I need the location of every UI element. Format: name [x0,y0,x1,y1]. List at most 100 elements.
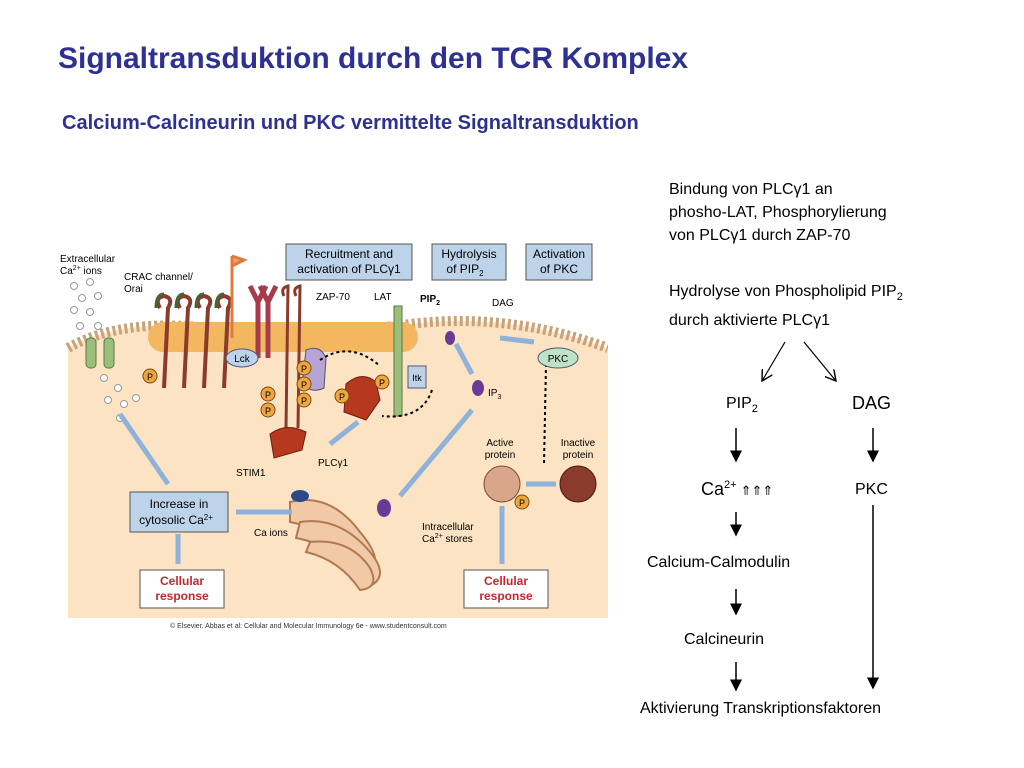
svg-text:P: P [301,396,307,406]
cellular-response-right-2: response [479,589,533,603]
inactive-label-1: Inactive [561,438,596,449]
intracellular-ca: Ca [422,534,435,545]
svg-text:PIP2: PIP2 [420,294,440,307]
increase-label-1: Increase in [150,497,209,511]
pkc-enzyme [537,347,579,369]
lck-kinase [225,348,259,368]
recruitment-label-1: Recruitment and [305,247,393,261]
slide-title: Signaltransduktion durch den TCR Komplex [58,42,689,75]
intracellular-label: Intracellular [422,522,474,533]
svg-text:of PIP2: of PIP2 [446,262,484,278]
phosphate-p8: P [374,374,390,390]
flow-pip2: PIP2 [726,395,758,415]
phosphate-p2: P [260,386,276,402]
active-protein [483,465,521,503]
hydrolysis-label-1: Hydrolysis [441,247,496,261]
pkc-activation-arrow [543,363,547,465]
flow-ca-sup: 2+ [724,479,737,491]
dag-fig-label: DAG [492,298,514,309]
plcg1-label: PLCγ1 [318,458,348,469]
ca-ions-label: Ca ions [254,528,288,539]
lipid-raft [148,322,418,352]
flow-pkc: PKC [855,481,888,498]
cellular-response-right: Cellular response [463,569,549,609]
note-binding-line-2: phosho-LAT, Phosphorylierung [669,204,887,221]
note-hydrolysis-sub: 2 [896,291,903,304]
ip3-sub: 3 [497,394,501,401]
extracellular-label: Extracellular [60,254,116,265]
intracellular-stores [289,499,381,592]
phosphate-p1: P [142,368,158,384]
flag-coreceptor [230,254,248,338]
note-binding-line-3: von PLCγ1 durch ZAP-70 [669,227,851,244]
phosphate-p7: P [334,388,350,404]
note-hydrolysis-line-1: Hydrolyse von Phospholipid PIP [669,283,897,300]
zap70-label: ZAP-70 [316,292,350,303]
flow-ca-text: Ca [701,479,725,499]
pkc-fig-label: PKC [548,354,569,365]
active-label-2: protein [485,450,516,461]
split-arrow-left [762,341,786,381]
flow-result: Aktivierung Transkriptionsfaktoren [640,700,881,717]
activation-label-2: of PKC [540,262,578,276]
svg-text:P: P [379,378,385,388]
cellular-response-right-1: Cellular [484,574,528,588]
stim1-protein [291,490,309,502]
flow-calcineurin: Calcineurin [684,631,765,648]
tcr-signaling-figure: Recruitment and activation of PLCγ1 Hydr… [60,243,608,630]
lat-label: LAT [374,292,392,303]
cell-membrane [65,316,608,353]
figure-copyright: © Elsevier. Abbas et al: Cellular and Mo… [170,622,447,630]
itk-to-plc-arrow [381,389,433,418]
ip3-receptor [377,499,391,517]
orai-label: Orai [124,284,143,295]
phosphate-p5: P [296,376,312,392]
increase-label-2: cytosolic Ca [139,513,204,527]
inactive-protein [559,465,597,503]
itk-kinase [407,365,427,389]
phosphate-p4: P [296,360,312,376]
note-hydrolysis: Hydrolyse von Phospholipid PIP2 durch ak… [669,280,903,332]
slide-subtitle: Calcium-Calcineurin und PKC vermittelte … [62,112,639,134]
phosphate-p3: P [260,402,276,418]
activation-label-1: Activation [533,247,585,261]
svg-text:P: P [265,390,271,400]
extracellular-ca-dots [70,278,102,330]
hydrolysis-box: Hydrolysis of PIP2 [431,243,507,281]
hydrolysis-label-2: of PIP [446,262,479,276]
svg-text:P: P [301,364,307,374]
flow-ca: Ca2+⇑⇑⇑ [701,479,773,500]
hydrolysis-label-sub: 2 [479,269,484,278]
activation-box: Activation of PKC [525,243,593,281]
stim1-label: STIM1 [236,468,266,479]
svg-text:IP3: IP3 [488,388,501,401]
lck-label: Lck [234,354,251,365]
blue-flow-arrows [117,335,535,564]
zeta-chains [281,284,302,429]
phosphate-groups: P P P P P P P P P [142,360,530,510]
pip2-fig-sub: 2 [436,300,440,307]
intracellular-stores-label: stores [443,534,473,545]
itk-label: Itk [412,373,422,383]
ip3-molecule [472,380,484,396]
flow-ca-up-arrows: ⇑⇑⇑ [740,483,774,498]
flow-dag: DAG [852,393,892,413]
note-hydrolysis-line-2: durch aktivierte PLCγ1 [669,312,830,330]
svg-text:Ca2+ stores: Ca2+ stores [422,533,473,545]
svg-text:Ca2+ ions: Ca2+ ions [60,265,102,277]
plcg1-inactive [269,427,307,459]
inactive-label-2: protein [563,450,594,461]
extracellular-ions: ions [81,266,102,277]
recruitment-box: Recruitment and activation of PLCγ1 [285,243,413,281]
pip2-molecule [445,331,455,345]
intracellular-sup: 2+ [435,533,443,540]
svg-text:P: P [265,406,271,416]
coreceptor-2 [257,284,279,358]
flow-pip2-text: PIP [726,395,752,412]
ip3-label: IP [488,388,498,399]
svg-text:P: P [519,498,525,508]
cellular-response-left: Cellular response [139,569,225,609]
svg-text:P: P [301,380,307,390]
note-binding-line-1: Bindung von PLCγ1 an [669,181,833,198]
